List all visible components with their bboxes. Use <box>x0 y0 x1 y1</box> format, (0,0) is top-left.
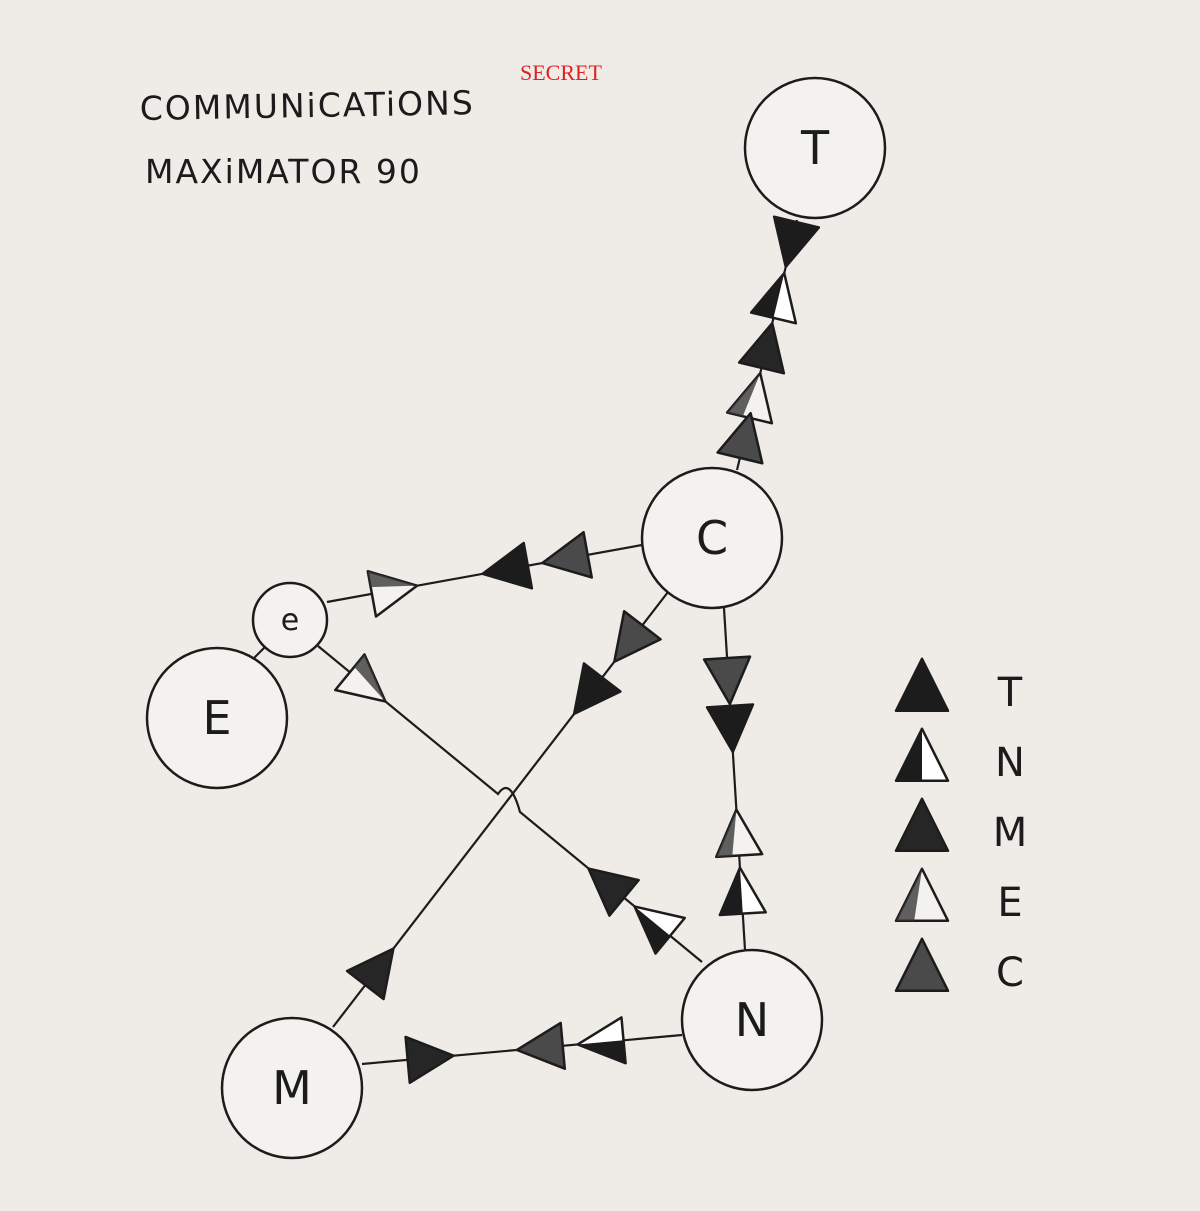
node-label: T <box>800 121 830 175</box>
arrow-C-toward-e <box>541 530 594 579</box>
arrow-E-toward-N <box>334 653 387 703</box>
node-label: M <box>272 1061 312 1115</box>
title-line-2: MAXiMATOR 90 <box>145 152 422 191</box>
arrow-E-toward-C <box>366 569 419 618</box>
arrow-N-toward-e <box>633 905 686 955</box>
arrow-M-toward-T <box>737 321 786 375</box>
legend-label: M <box>993 810 1028 856</box>
arrow-C-toward-T <box>716 411 764 465</box>
node-circle <box>640 466 784 610</box>
title-line-1: COMMUNiCATiONS <box>139 83 475 128</box>
arrow-N-toward-T <box>749 271 798 325</box>
legend-item-C: C <box>894 937 1024 996</box>
node-N: N <box>680 948 824 1092</box>
node-label: E <box>202 691 231 745</box>
arrow-N-toward-M <box>576 1016 627 1065</box>
arrow-C-toward-N <box>702 655 752 706</box>
arrow-T-toward-M <box>572 662 622 716</box>
arrow-T-toward-e <box>481 541 534 590</box>
node-e: e <box>251 581 329 659</box>
legend-label: T <box>997 670 1023 716</box>
legend-triangle-icon <box>894 657 950 713</box>
arrow-M-toward-e <box>587 867 640 917</box>
legend-item-T: T <box>894 657 1023 716</box>
legend-label: E <box>997 880 1022 926</box>
node-circle <box>220 1016 364 1160</box>
legend-triangle-icon <box>894 797 950 853</box>
arrow-N-toward-C <box>718 866 767 917</box>
edge-e-N <box>317 645 703 963</box>
classification-marking: SECRET <box>520 60 602 85</box>
node-C: C <box>640 466 784 610</box>
legend-item-M: M <box>894 797 1028 856</box>
arrow-C-toward-M <box>515 1021 567 1070</box>
legend-triangle-icon <box>894 727 950 783</box>
node-T: T <box>743 76 887 220</box>
arrow-C-toward-M <box>613 609 662 663</box>
legend-label: C <box>996 950 1024 996</box>
node-circle <box>743 76 887 220</box>
arrow-T-toward-N <box>705 703 755 754</box>
node-M: M <box>220 1016 364 1160</box>
legend-triangle-icon <box>894 937 950 993</box>
node-circle <box>680 948 824 1092</box>
node-label: C <box>696 511 728 565</box>
node-label: N <box>735 993 769 1047</box>
legend-label: N <box>995 740 1025 786</box>
node-label: e <box>281 603 299 638</box>
legend-item-E: E <box>894 867 1023 926</box>
arrow-E-toward-C <box>714 808 764 859</box>
node-E: E <box>145 646 289 790</box>
arrow-M-toward-N <box>404 1035 455 1085</box>
legend-item-N: N <box>894 727 1025 786</box>
node-circle <box>145 646 289 790</box>
arrow-T-toward-C <box>772 215 821 269</box>
node-circle <box>251 581 329 659</box>
legend-triangle-icon <box>894 867 950 923</box>
arrow-M-toward-C <box>345 947 395 1001</box>
